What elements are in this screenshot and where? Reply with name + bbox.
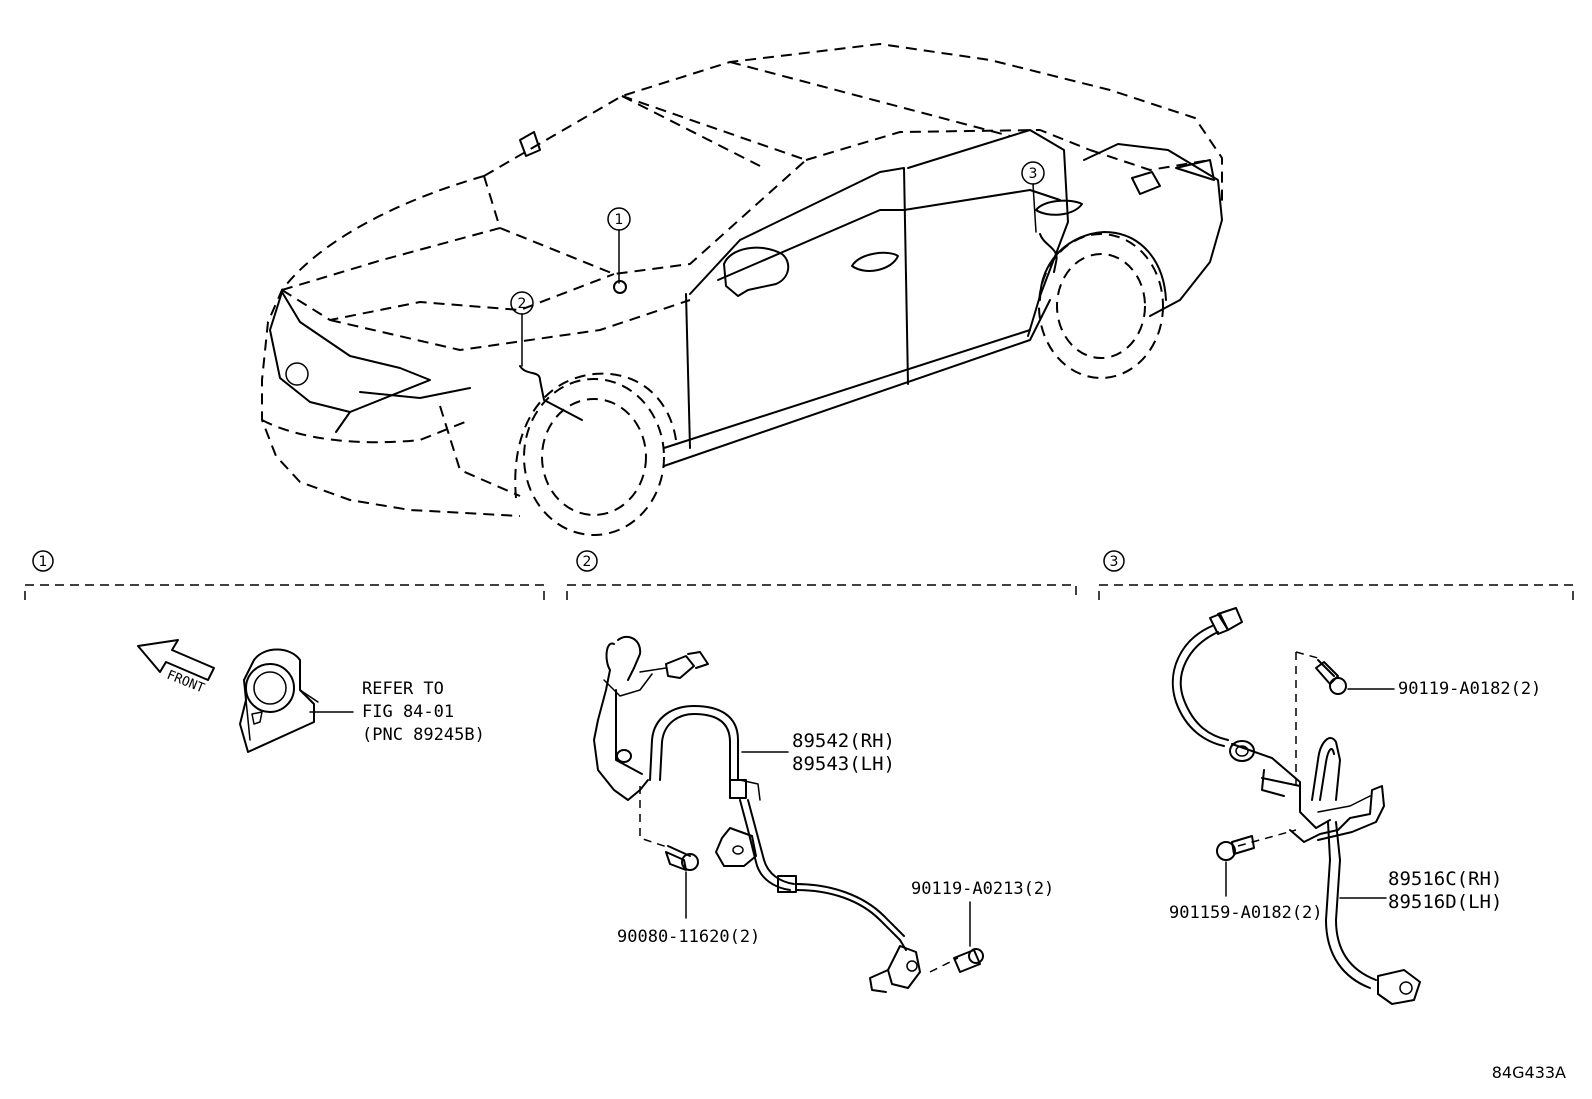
bolt-90080-label: 90080-11620(2) <box>617 927 760 947</box>
section-header-2: 2 <box>566 550 1077 600</box>
front-label: FRONT <box>165 668 207 697</box>
callout-1: 1 <box>607 207 631 284</box>
front-arrow-icon <box>137 639 215 681</box>
rear-sensor-lh-label: 89516D(LH) <box>1388 891 1502 913</box>
svg-text:1: 1 <box>39 554 48 570</box>
steering-sensor-icon <box>239 648 319 753</box>
refer-line-1: REFER TO <box>362 679 444 699</box>
callout-3: 3 <box>1021 161 1045 233</box>
svg-text:1: 1 <box>615 212 624 228</box>
refer-line-3: (PNC 89245B) <box>362 725 485 745</box>
sensor-rh-label: 89542(RH) <box>792 730 895 752</box>
sensor-lh-label: 89543(LH) <box>792 753 895 775</box>
rear-speed-sensor-icon <box>1171 607 1421 1005</box>
section-header-1: 1 <box>24 550 545 600</box>
refer-line-2: FIG 84-01 <box>362 702 454 722</box>
section-header-3: 3 <box>1098 550 1574 600</box>
svg-text:2: 2 <box>518 296 527 312</box>
bolt-90119-a0182-label: 90119-A0182(2) <box>1398 679 1541 699</box>
bolt-901159-label: 901159-A0182(2) <box>1169 903 1323 923</box>
front-speed-sensor-icon <box>593 635 984 993</box>
figure-code: 84G433A <box>1492 1063 1566 1082</box>
rear-sensor-rh-label: 89516C(RH) <box>1388 868 1502 890</box>
callout-2: 2 <box>510 291 534 367</box>
bolt-90119-a0213-label: 90119-A0213(2) <box>911 879 1054 899</box>
svg-text:3: 3 <box>1029 166 1038 182</box>
car-illustration <box>261 43 1223 536</box>
svg-text:2: 2 <box>583 554 592 570</box>
svg-text:3: 3 <box>1110 554 1119 570</box>
